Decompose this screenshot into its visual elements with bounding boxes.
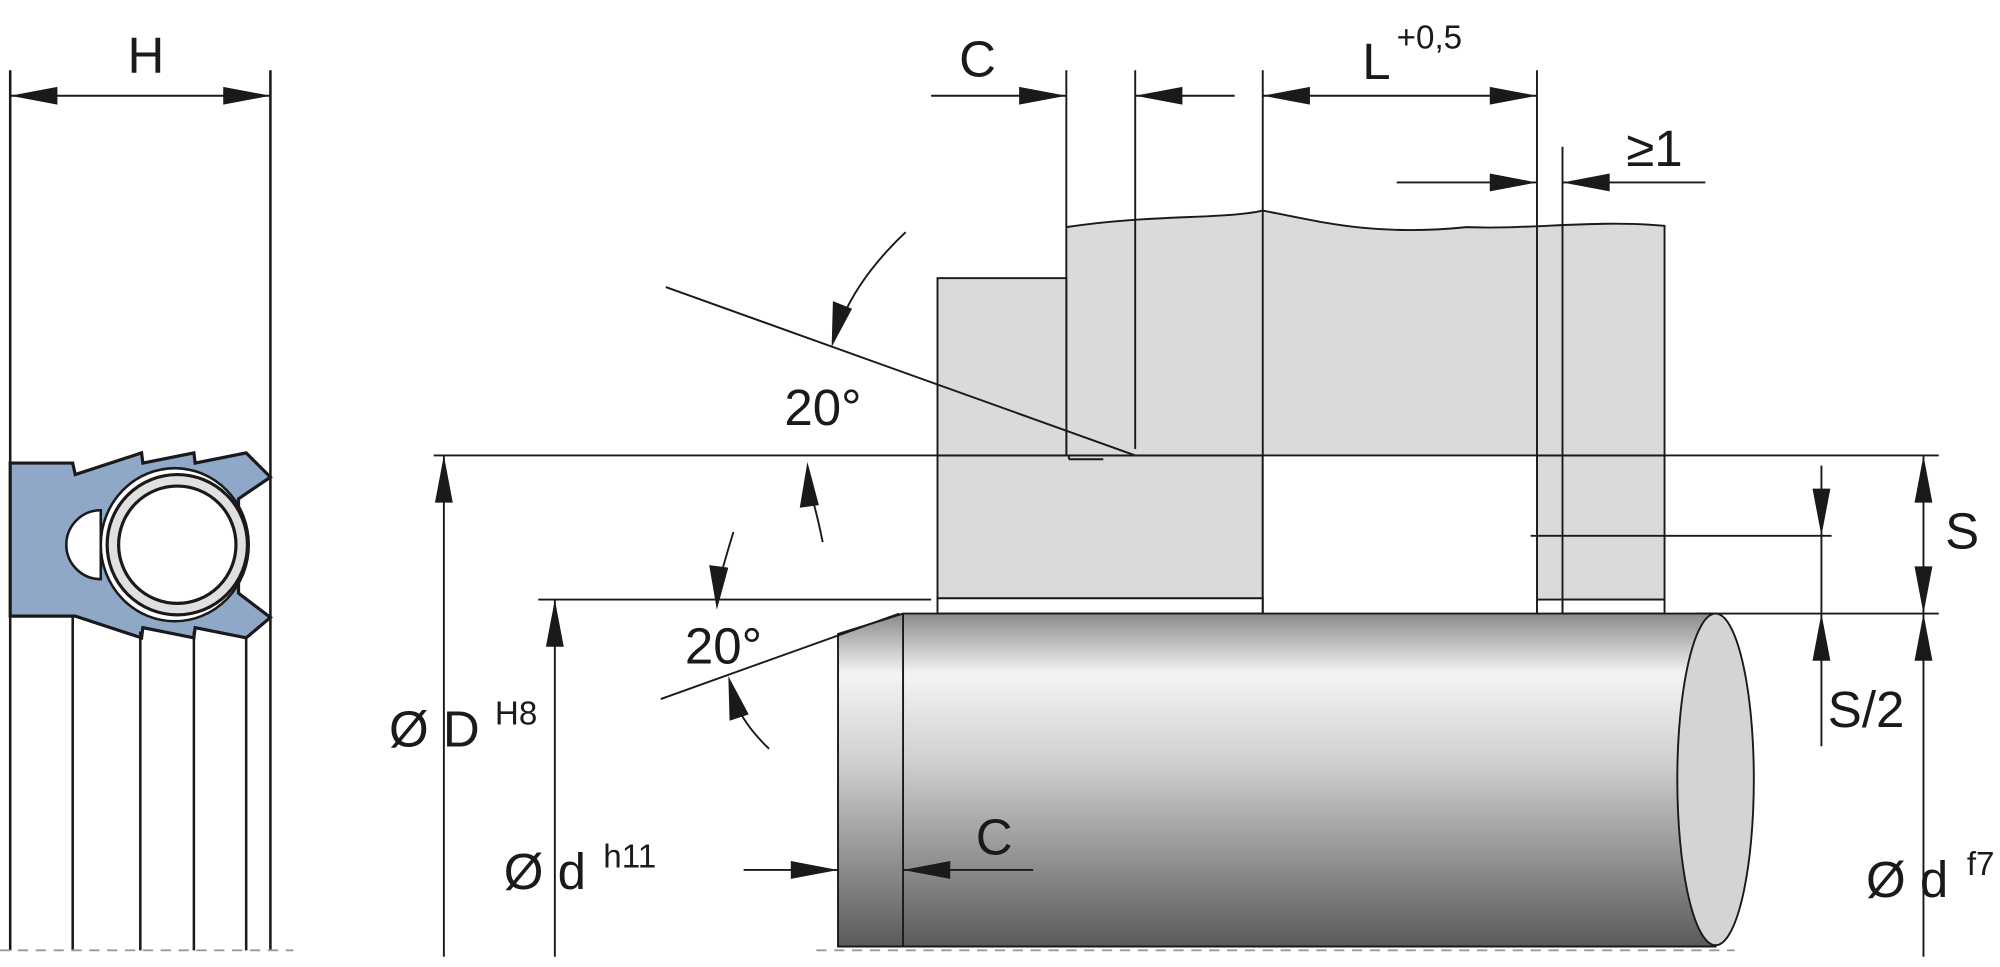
angle-top-label: 20° (784, 379, 861, 436)
shaft-diameter-label: Ø d (1866, 851, 1948, 908)
shaft (816, 612, 1755, 952)
gap-min-label: ≥1 (1626, 120, 1682, 177)
h-label: H (128, 27, 165, 84)
groove-tolerance: h11 (603, 838, 656, 875)
c-top-label: C (959, 31, 996, 88)
housing (936, 209, 1666, 615)
s-label: S (1945, 503, 1979, 560)
seal-section-view: H (0, 27, 294, 952)
shaft-tolerance: f7 (1967, 846, 1995, 883)
angle-bottom-label: 20° (685, 617, 762, 674)
bore-diameter-label: Ø D (389, 700, 480, 757)
s-half-label: S/2 (1828, 681, 1905, 738)
groove-diameter-label: Ø d (504, 843, 586, 900)
c-bottom-label: C (976, 809, 1013, 866)
l-tolerance: +0,5 (1397, 20, 1462, 57)
dimension-lines (433, 70, 1939, 957)
l-label: L (1362, 33, 1390, 90)
bore-tolerance: H8 (495, 696, 537, 733)
